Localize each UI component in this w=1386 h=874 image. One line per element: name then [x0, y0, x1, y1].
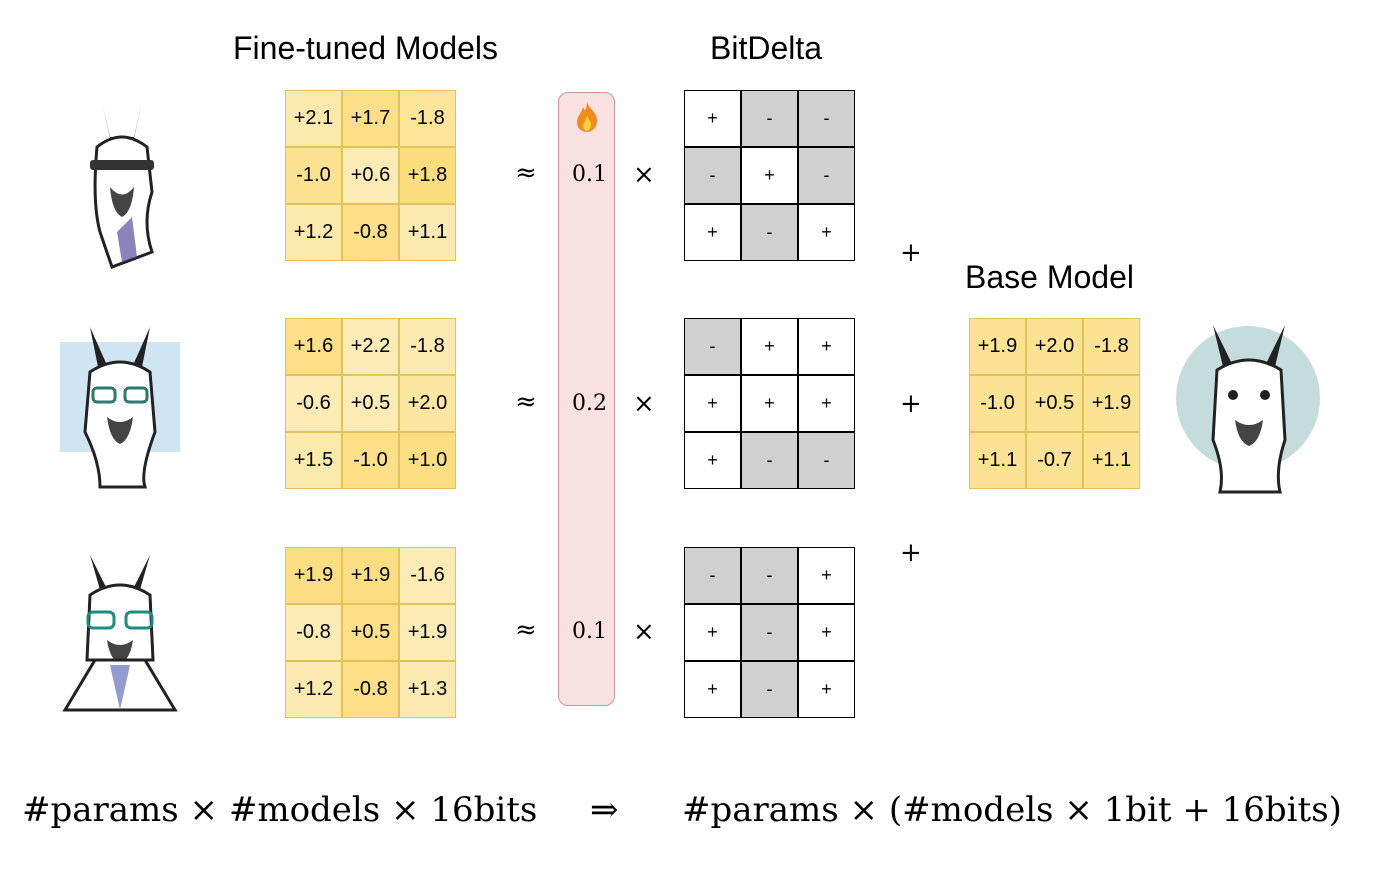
- sign-cell-plus: +: [798, 547, 855, 604]
- matrix-cell: -1.6: [399, 547, 456, 604]
- plus-symbol: +: [900, 538, 922, 568]
- sign-cell-plus: +: [684, 375, 741, 432]
- matrix-cell: +0.5: [342, 375, 399, 432]
- base-matrix-cell: +1.1: [969, 432, 1026, 489]
- scale-value-1: 0.1: [572, 162, 607, 187]
- matrix-cell: +1.0: [399, 432, 456, 489]
- matrix-cell: -0.6: [285, 375, 342, 432]
- trainable-scale-bar: [558, 92, 615, 706]
- sign-cell-minus: -: [741, 432, 798, 489]
- base-model-heading: Base Model: [965, 259, 1134, 295]
- matrix-cell: +1.2: [285, 661, 342, 718]
- matrix-cell: +0.5: [342, 604, 399, 661]
- formula-right: #params × (#models × 1bit + 16bits): [682, 790, 1342, 830]
- matrix-cell: +1.1: [399, 204, 456, 261]
- matrix-cell: +1.5: [285, 432, 342, 489]
- matrix-cell: -1.8: [399, 318, 456, 375]
- scale-value-2: 0.2: [572, 391, 607, 416]
- sign-cell-plus: +: [798, 661, 855, 718]
- sign-cell-minus: -: [798, 90, 855, 147]
- matrix-cell: +2.2: [342, 318, 399, 375]
- bitdelta-heading: BitDelta: [710, 30, 823, 66]
- base-model-matrix: +1.9+2.0-1.8-1.0+0.5+1.9+1.1-0.7+1.1: [969, 318, 1140, 489]
- fine-tuned-matrix-1: +2.1+1.7-1.8 -1.0+0.6+1.8 +1.2-0.8+1.1: [285, 90, 456, 261]
- approx-symbol: ≈: [515, 158, 537, 188]
- formula-left: #params × #models × 16bits: [22, 790, 538, 830]
- sign-cell-plus: +: [798, 604, 855, 661]
- times-symbol: ×: [633, 160, 655, 190]
- matrix-cell: +1.3: [399, 661, 456, 718]
- sign-cell-plus: +: [741, 375, 798, 432]
- bitdelta-sign-matrix-1: +---+-+-+: [684, 90, 855, 261]
- approx-symbol: ≈: [515, 387, 537, 417]
- matrix-cell: +1.8: [399, 147, 456, 204]
- plus-symbol: +: [900, 389, 922, 419]
- sign-cell-plus: +: [798, 375, 855, 432]
- sign-cell-plus: +: [684, 661, 741, 718]
- sign-cell-plus: +: [684, 90, 741, 147]
- sign-cell-minus: -: [684, 318, 741, 375]
- llama-sunglasses-icon: [90, 102, 154, 269]
- sign-cell-plus: +: [684, 432, 741, 489]
- base-matrix-cell: +1.1: [1083, 432, 1140, 489]
- sign-cell-minus: -: [684, 147, 741, 204]
- matrix-cell: +1.9: [285, 547, 342, 604]
- matrix-cell: +1.9: [342, 547, 399, 604]
- matrix-cell: -1.0: [342, 432, 399, 489]
- sign-cell-minus: -: [798, 432, 855, 489]
- matrix-cell: -1.0: [285, 147, 342, 204]
- base-matrix-cell: +1.9: [969, 318, 1026, 375]
- sign-cell-minus: -: [684, 547, 741, 604]
- sign-cell-minus: -: [741, 547, 798, 604]
- matrix-cell: +2.1: [285, 90, 342, 147]
- sign-cell-plus: +: [684, 204, 741, 261]
- matrix-cell: +2.0: [399, 375, 456, 432]
- sign-cell-minus: -: [741, 90, 798, 147]
- base-matrix-cell: -1.8: [1083, 318, 1140, 375]
- matrix-cell: +0.6: [342, 147, 399, 204]
- matrix-cell: -1.8: [399, 90, 456, 147]
- matrix-cell: +1.2: [285, 204, 342, 261]
- matrix-cell: +1.6: [285, 318, 342, 375]
- base-matrix-cell: +1.9: [1083, 375, 1140, 432]
- matrix-cell: -0.8: [285, 604, 342, 661]
- fire-icon: [577, 102, 598, 132]
- times-symbol: ×: [633, 617, 655, 647]
- matrix-cell: -0.8: [342, 204, 399, 261]
- llama-base-model-icon: [1176, 325, 1320, 494]
- sign-cell-plus: +: [741, 318, 798, 375]
- fine-tuned-models-heading: Fine-tuned Models: [233, 30, 499, 66]
- matrix-cell: +1.7: [342, 90, 399, 147]
- approx-symbol: ≈: [515, 615, 537, 645]
- bitdelta-sign-matrix-2: -++++++--: [684, 318, 855, 489]
- sign-cell-minus: -: [741, 604, 798, 661]
- llama-hoodie-icon: [62, 555, 178, 712]
- base-matrix-cell: -1.0: [969, 375, 1026, 432]
- llama-glasses-icon: [60, 327, 180, 489]
- fine-tuned-matrix-3: +1.9+1.9-1.6-0.8+0.5+1.9+1.2-0.8+1.3: [285, 547, 456, 718]
- sign-cell-minus: -: [741, 661, 798, 718]
- sign-cell-plus: +: [684, 604, 741, 661]
- sign-cell-plus: +: [741, 147, 798, 204]
- scale-value-3: 0.1: [572, 619, 607, 644]
- sign-cell-plus: +: [798, 318, 855, 375]
- sign-cell-plus: +: [798, 204, 855, 261]
- plus-symbol: +: [900, 238, 922, 268]
- sign-cell-minus: -: [741, 204, 798, 261]
- sign-cell-minus: -: [798, 147, 855, 204]
- base-matrix-cell: +2.0: [1026, 318, 1083, 375]
- base-matrix-cell: +0.5: [1026, 375, 1083, 432]
- matrix-cell: -0.8: [342, 661, 399, 718]
- formula-arrow: ⇒: [590, 790, 619, 830]
- times-symbol: ×: [633, 389, 655, 419]
- bitdelta-sign-matrix-3: --++-++-+: [684, 547, 855, 718]
- matrix-cell: +1.9: [399, 604, 456, 661]
- fine-tuned-matrix-2: +1.6+2.2-1.8 -0.6+0.5+2.0 +1.5-1.0+1.0: [285, 318, 456, 489]
- base-matrix-cell: -0.7: [1026, 432, 1083, 489]
